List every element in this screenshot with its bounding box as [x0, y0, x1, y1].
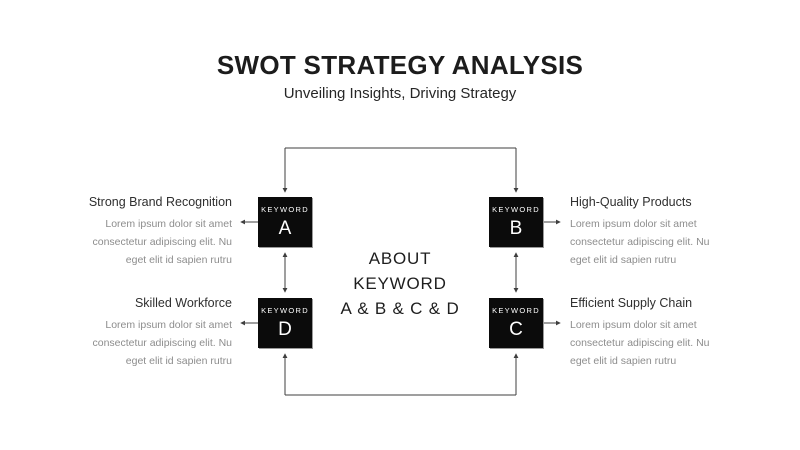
center-label-line3: A & B & C & D [340, 299, 460, 318]
item-high-quality-products: High-Quality Products Lorem ipsum dolor … [570, 195, 732, 269]
item-body: Lorem ipsum dolor sit amet consectetur a… [570, 215, 732, 269]
item-body: Lorem ipsum dolor sit amet consectetur a… [70, 215, 233, 269]
keyword-box-c: KEYWORD C [489, 298, 543, 348]
item-body-line: Lorem ipsum dolor sit amet [570, 218, 697, 230]
item-body-line: consectetur adipiscing elit. Nu [92, 236, 233, 248]
item-body-line: eget elit id sapien rutru [125, 254, 232, 266]
item-body-line: Lorem ipsum dolor sit amet [105, 218, 232, 230]
keyword-box-b-letter: B [509, 217, 523, 239]
item-body: Lorem ipsum dolor sit amet consectetur a… [570, 316, 732, 370]
item-body-line: Lorem ipsum dolor sit amet [105, 319, 232, 331]
item-heading: Skilled Workforce [134, 296, 232, 310]
keyword-box-b-tag: KEYWORD [492, 204, 540, 214]
keyword-box-c-letter: C [509, 318, 523, 340]
keyword-box-d-letter: D [278, 318, 292, 340]
item-body-line: consectetur adipiscing elit. Nu [570, 236, 710, 248]
item-heading: Strong Brand Recognition [88, 195, 232, 209]
keyword-box-a: KEYWORD A [258, 197, 312, 247]
slide-subtitle: Unveiling Insights, Driving Strategy [283, 85, 517, 102]
item-strong-brand-recognition: Strong Brand Recognition Lorem ipsum dol… [70, 195, 232, 269]
center-label-line1: ABOUT [368, 249, 432, 268]
item-body-line: eget elit id sapien rutru [570, 254, 677, 266]
item-body-line: consectetur adipiscing elit. Nu [570, 337, 710, 349]
keyword-box-a-letter: A [278, 217, 292, 239]
keyword-box-d: KEYWORD D [258, 298, 312, 348]
keyword-box-a-tag: KEYWORD [261, 204, 309, 214]
item-body-line: eget elit id sapien rutru [570, 355, 677, 367]
item-efficient-supply-chain: Efficient Supply Chain Lorem ipsum dolor… [570, 296, 732, 370]
item-body-line: Lorem ipsum dolor sit amet [570, 319, 697, 331]
item-body: Lorem ipsum dolor sit amet consectetur a… [70, 316, 233, 370]
keyword-box-d-tag: KEYWORD [261, 305, 309, 315]
item-skilled-workforce: Skilled Workforce Lorem ipsum dolor sit … [70, 296, 233, 370]
item-heading: High-Quality Products [570, 195, 692, 209]
keyword-box-c-tag: KEYWORD [492, 305, 540, 315]
center-label-line2: KEYWORD [353, 274, 447, 293]
item-body-line: eget elit id sapien rutru [125, 355, 232, 367]
item-heading: Efficient Supply Chain [570, 296, 693, 310]
slide-title: SWOT STRATEGY ANALYSIS [216, 50, 584, 80]
keyword-box-b: KEYWORD B [489, 197, 543, 247]
center-label: ABOUT KEYWORD A & B & C & D [310, 246, 490, 321]
item-body-line: consectetur adipiscing elit. Nu [92, 337, 233, 349]
